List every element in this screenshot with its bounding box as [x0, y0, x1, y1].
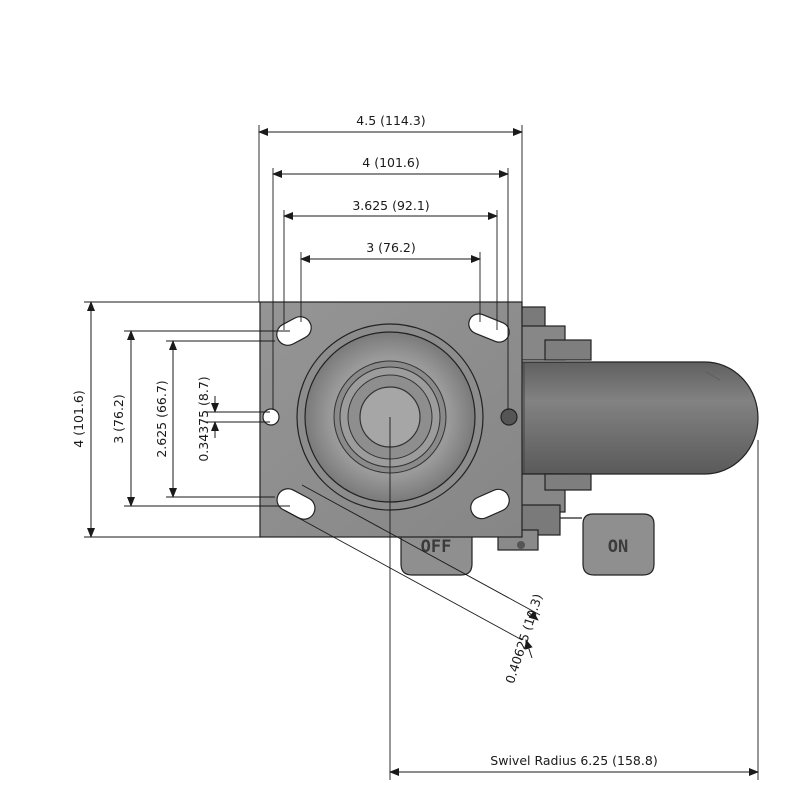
brake-on-pedal: ON — [582, 513, 655, 576]
dim-bolt-spacing-inner-x: 3 (76.2) — [366, 240, 416, 255]
bolt-slot-top-left — [276, 316, 312, 346]
dim-bolt-spacing-mid-y: 2.625 (66.7) — [154, 380, 169, 457]
bolt-hole-right — [500, 408, 518, 426]
dim-slot-width: 0.34375 (8.7) — [196, 376, 211, 461]
dim-plate-height: 4 (101.6) — [71, 390, 86, 447]
brake-off-label: OFF — [421, 537, 452, 557]
wheel — [509, 361, 759, 475]
bolt-slot-bottom-right — [470, 488, 510, 520]
dim-bolt-spacing-mid-x: 3.625 (92.1) — [352, 198, 429, 213]
dim-swivel-radius: Swivel Radius 6.25 (158.8) — [490, 753, 657, 768]
brake-on-label: ON — [608, 537, 628, 557]
vertical-dimensions: 4 (101.6) 3 (76.2) 2.625 (66.7) 0.34375 … — [71, 301, 290, 538]
dim-bolt-spacing-outer-y: 3 (76.2) — [111, 394, 126, 444]
dim-plate-width: 4.5 (114.3) — [356, 113, 425, 128]
horizontal-dimensions: 4.5 (114.3) 4 (101.6) 3.625 (92.1) 3 (76… — [258, 113, 523, 410]
dim-bolt-spacing-outer-x: 4 (101.6) — [362, 155, 419, 170]
bolt-slot-top-right — [468, 313, 510, 343]
swivel-radius-dimension: Swivel Radius 6.25 (158.8) — [389, 417, 759, 780]
bolt-hole-left — [262, 408, 280, 426]
